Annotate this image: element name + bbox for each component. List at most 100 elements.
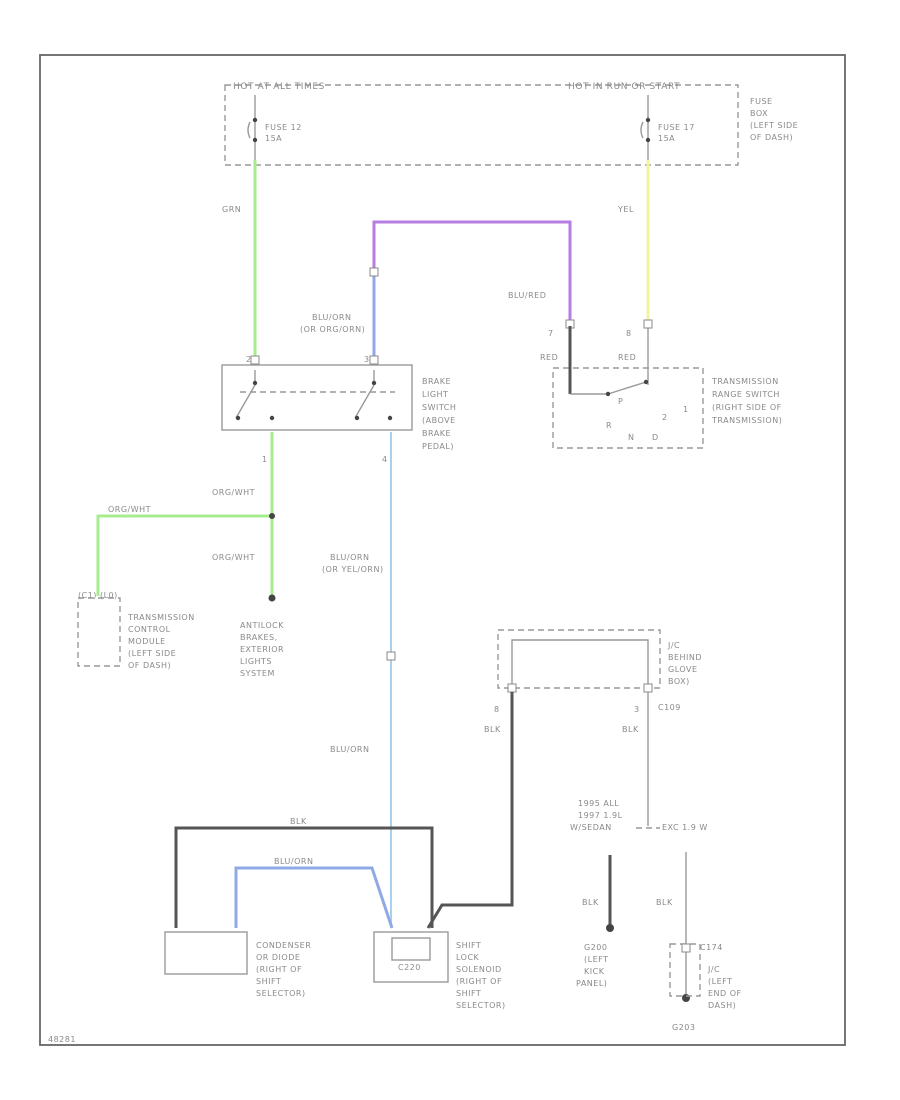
jc-label-3: GLOVE bbox=[668, 665, 698, 674]
antilock-label-2: BRAKES, bbox=[240, 633, 278, 642]
label-org-wht-top: ORG/WHT bbox=[212, 488, 255, 497]
label-yel: YEL bbox=[617, 205, 634, 214]
wire-blu-red bbox=[372, 220, 572, 323]
label-blk-top: BLK bbox=[290, 817, 307, 826]
range-position-p: P bbox=[618, 397, 623, 406]
range-switch-label-2: RANGE SWITCH bbox=[712, 390, 780, 399]
jc-left-end-label-3: END OF bbox=[708, 989, 742, 998]
range-switch-pin-8: 8 bbox=[626, 329, 632, 338]
fuse-box-location-4: OF DASH) bbox=[750, 133, 793, 142]
fuse-box: HOT AT ALL TIMES HOT IN RUN OR START FUS… bbox=[224, 82, 798, 166]
label-org-wht-bottom: ORG/WHT bbox=[212, 553, 255, 562]
jc-left-end-label-2: (LEFT bbox=[708, 977, 732, 986]
diagram-border bbox=[39, 54, 846, 1046]
condenser-label-4: SHIFT bbox=[256, 977, 281, 986]
label-blk-jc-left: BLK bbox=[484, 725, 501, 734]
condenser-label-5: SELECTOR) bbox=[256, 989, 306, 998]
brake-switch-label-1: BRAKE bbox=[422, 377, 451, 386]
range-switch-red-right: RED bbox=[618, 353, 636, 362]
solenoid-label-6: SELECTOR) bbox=[456, 1001, 506, 1010]
label-blu-orn-top-2: (OR ORG/ORN) bbox=[300, 325, 365, 334]
tcm-label-3: MODULE bbox=[128, 637, 166, 646]
label-blu-orn-low: BLU/ORN bbox=[330, 745, 369, 754]
fuse-box-right-header: HOT IN RUN OR START bbox=[568, 82, 680, 92]
tcm-label-4: (LEFT SIDE bbox=[128, 649, 176, 658]
brake-switch-label-2: LIGHT bbox=[422, 390, 448, 399]
fuse-box-location-3: (LEFT SIDE bbox=[750, 121, 798, 130]
jc-label-2: BEHIND bbox=[668, 653, 702, 662]
antilock-label-1: ANTILOCK bbox=[240, 621, 284, 630]
wire-blk-top bbox=[174, 826, 434, 928]
g200-label-1: G200 bbox=[584, 943, 607, 952]
range-position-n: N bbox=[628, 433, 634, 442]
fuse-box-location-2: BOX bbox=[750, 109, 768, 118]
label-blu-orn-mid-1: BLU/ORN bbox=[330, 553, 369, 562]
wire-blk-solenoid bbox=[426, 692, 514, 929]
jc-left-end-of-dash: C174 J/C (LEFT END OF DASH) G203 bbox=[669, 943, 742, 1032]
brake-light-switch: 2 3 1 4 BRAKE LIGHT SWITCH (ABOVE BRAKE … bbox=[221, 355, 456, 464]
solenoid-inner-label: C220 bbox=[398, 963, 421, 972]
label-blk-lower-right: BLK bbox=[656, 898, 673, 907]
shift-lock-solenoid: C220 SHIFT LOCK SOLENOID (RIGHT OF SHIFT… bbox=[373, 931, 506, 1010]
range-switch-label-3: (RIGHT SIDE OF bbox=[712, 403, 782, 412]
jc-label-1: J/C bbox=[667, 641, 680, 650]
wire-org-wht-left bbox=[96, 514, 272, 596]
range-position-r: R bbox=[606, 421, 612, 430]
g200-label-4: PANEL) bbox=[576, 979, 607, 988]
fuse-box-left-header: HOT AT ALL TIMES bbox=[233, 82, 325, 92]
solenoid-label-5: SHIFT bbox=[456, 989, 481, 998]
tcm-label-2: CONTROL bbox=[128, 625, 171, 634]
brake-switch-pin-1: 1 bbox=[262, 455, 268, 464]
jc-pin-8: 8 bbox=[494, 705, 500, 714]
range-switch-label-4: TRANSMISSION) bbox=[711, 416, 782, 425]
label-grn: GRN bbox=[222, 205, 241, 214]
jc-left-end-label-4: DASH) bbox=[708, 1001, 736, 1010]
fuse-12-name: FUSE 12 bbox=[265, 123, 302, 132]
brake-switch-label-4: (ABOVE bbox=[422, 416, 456, 425]
wire-blu-orn-solenoid bbox=[234, 866, 394, 929]
fuse-12-rating: 15A bbox=[265, 134, 282, 143]
variant-left-2: 1997 1.9L bbox=[578, 811, 623, 820]
range-switch-label-1: TRANSMISSION bbox=[711, 377, 779, 386]
fuse-17: FUSE 17 15A bbox=[640, 95, 694, 160]
label-blu-red: BLU/RED bbox=[508, 291, 546, 300]
condenser-label-1: CONDENSER bbox=[256, 941, 311, 950]
label-blu-orn-mid-2: (OR YEL/ORN) bbox=[322, 565, 384, 574]
brake-switch-label-5: BRAKE bbox=[422, 429, 451, 438]
solenoid-label-3: SOLENOID bbox=[456, 965, 502, 974]
condenser-label-2: OR DIODE bbox=[256, 953, 300, 962]
brake-switch-pin-3: 3 bbox=[364, 355, 370, 364]
c174-label: C174 bbox=[700, 943, 723, 952]
solenoid-label-1: SHIFT bbox=[456, 941, 481, 950]
g200-label-2: (LEFT bbox=[584, 955, 608, 964]
corner-code: 48281 bbox=[48, 1035, 76, 1044]
solenoid-label-2: LOCK bbox=[456, 953, 480, 962]
transmission-control-module: (C1) (L0) TRANSMISSION CONTROL MODULE (L… bbox=[77, 591, 195, 670]
brake-switch-pin-4: 4 bbox=[382, 455, 388, 464]
variant-left-3: W/SEDAN bbox=[570, 823, 612, 832]
brake-switch-pin-2: 2 bbox=[246, 355, 252, 364]
variant-right: EXC 1.9 W bbox=[662, 823, 708, 832]
condenser-label-3: (RIGHT OF bbox=[256, 965, 302, 974]
fuse-17-rating: 15A bbox=[658, 134, 675, 143]
range-position-2: 2 bbox=[662, 413, 668, 422]
solenoid-label-4: (RIGHT OF bbox=[456, 977, 502, 986]
jc-connector: C109 bbox=[658, 703, 681, 712]
jc-left-end-label-1: J/C bbox=[707, 965, 720, 974]
g203-label: G203 bbox=[672, 1023, 695, 1032]
antilock-label-4: LIGHTS bbox=[240, 657, 272, 666]
jc-pin-3: 3 bbox=[634, 705, 640, 714]
label-blk-jc-right: BLK bbox=[622, 725, 639, 734]
condenser-diode: CONDENSER OR DIODE (RIGHT OF SHIFT SELEC… bbox=[164, 931, 311, 998]
variant-left-1: 1995 ALL bbox=[578, 799, 619, 808]
tcm-label-1: TRANSMISSION bbox=[127, 613, 195, 622]
antilock-label-5: SYSTEM bbox=[240, 669, 275, 678]
brake-switch-label-3: SWITCH bbox=[422, 403, 456, 412]
range-switch-red-left: RED bbox=[540, 353, 558, 362]
tcm-connector: (C1) (L0) bbox=[78, 591, 118, 600]
range-position-1: 1 bbox=[683, 405, 689, 414]
label-org-wht-left: ORG/WHT bbox=[108, 505, 151, 514]
transmission-range-switch: P R N D 2 1 7 8 RED RED TRANSMISSION RAN… bbox=[540, 326, 782, 449]
jc-label-4: BOX) bbox=[668, 677, 690, 686]
